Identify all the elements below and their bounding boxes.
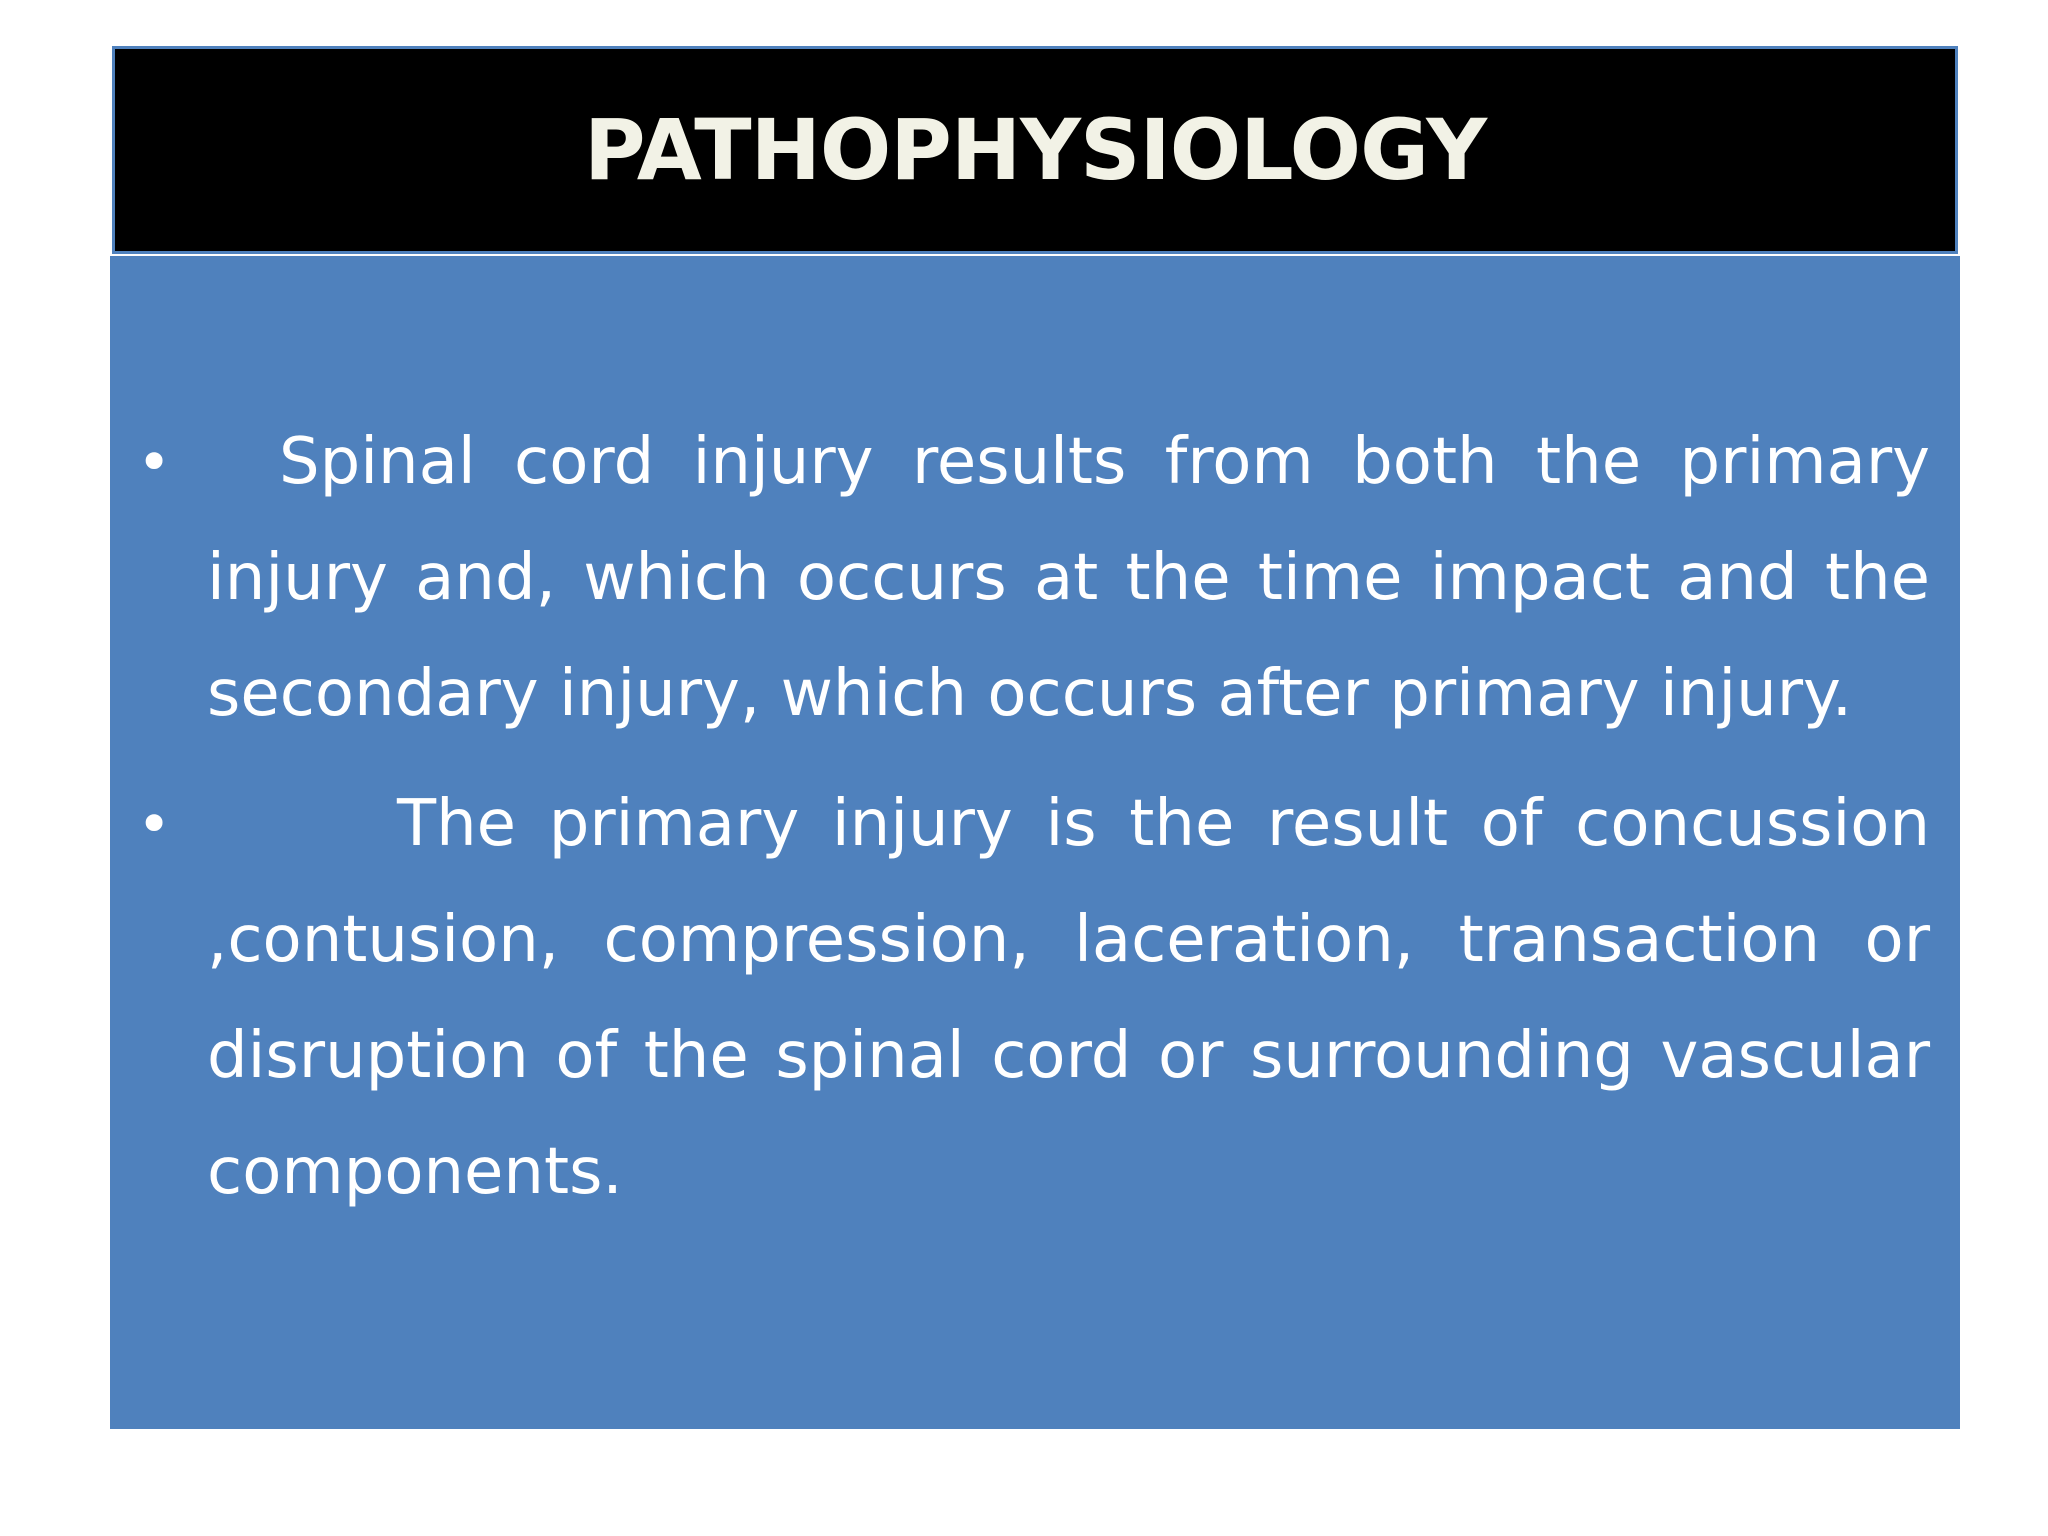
bullet-item-2: • The primary injury is the result of co… (137, 766, 1930, 1230)
bullet-text-1: Spinal cord injury results from both the… (207, 425, 1930, 731)
bullet-list: • Spinal cord injury results from both t… (110, 404, 1960, 1230)
bullet-icon: • (137, 428, 172, 496)
bullet-icon: • (137, 790, 172, 858)
slide-title: PATHOPHYSIOLOGY (583, 101, 1487, 199)
bullet-text-2: The primary injury is the result of conc… (207, 787, 1930, 1209)
bullet-item-1: • Spinal cord injury results from both t… (137, 404, 1930, 752)
title-bar: PATHOPHYSIOLOGY (112, 46, 1958, 254)
content-panel: • Spinal cord injury results from both t… (110, 256, 1960, 1429)
